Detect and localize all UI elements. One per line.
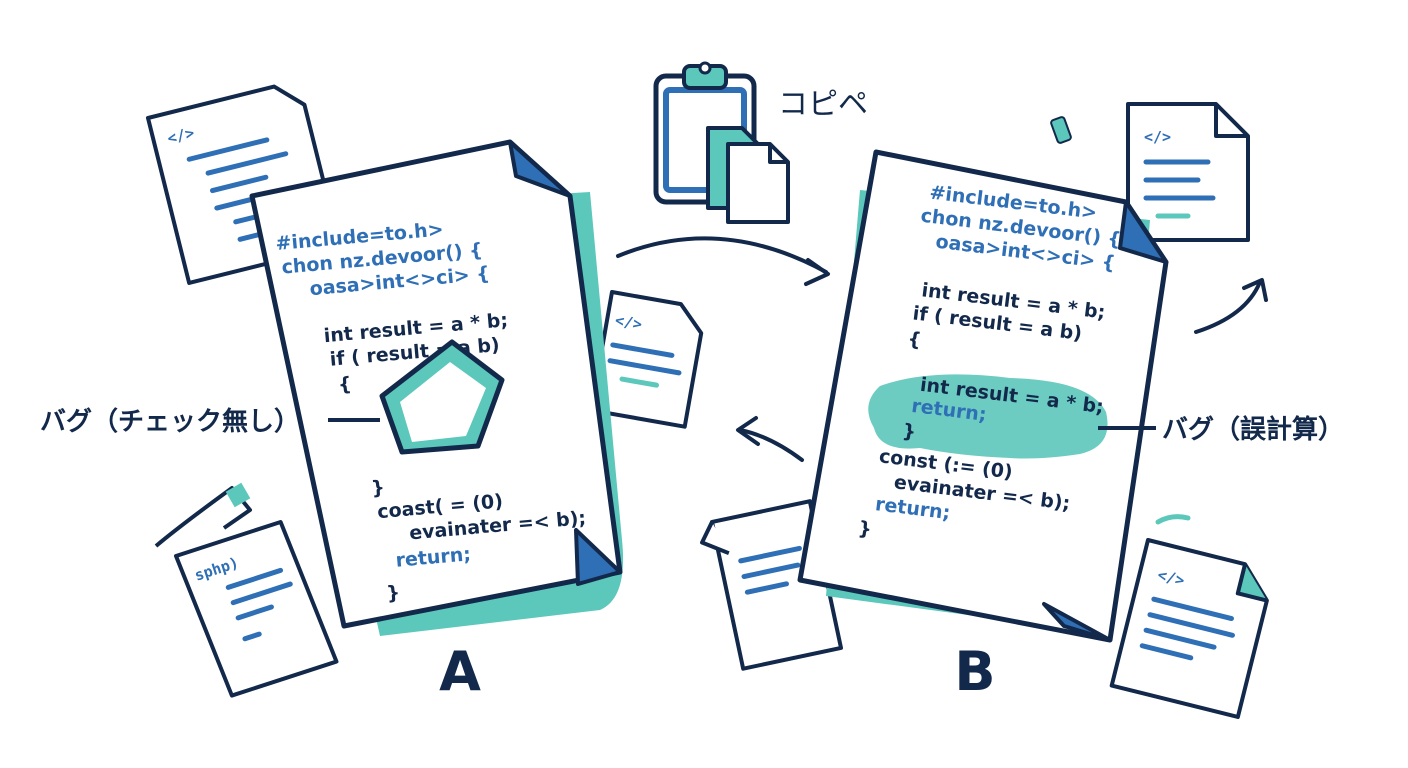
clipboard-label: コピペ (778, 87, 868, 122)
small-doc-tag-3: </> (1144, 128, 1171, 146)
small-code-doc-bottom-right: </> (1109, 538, 1269, 719)
file-b-code-line: } (857, 517, 873, 540)
bug-hexagon-a (379, 339, 505, 455)
file-a-code-line: } (370, 477, 385, 500)
file-b-code-line: } (901, 420, 917, 443)
teal-confetti (1050, 116, 1072, 144)
file-a-letter: A (439, 640, 481, 703)
arrow-b-to-a (736, 416, 804, 462)
clipboard-icon (653, 61, 790, 224)
code-file-b: #include=to.h>chon nz.devoor() {oasa>int… (797, 149, 1169, 643)
bug-a-label: バグ（チェック無し） (40, 407, 300, 437)
file-b-code-line: { (906, 328, 922, 351)
small-code-doc-bottom-left: sphp) (154, 482, 339, 698)
arrow-a-to-b (616, 236, 830, 286)
teal-confetti-arc (1155, 514, 1191, 525)
bug-b-label: バグ（誤計算） (1162, 414, 1344, 445)
bug-highlight-b (868, 374, 1108, 459)
file-b-letter: B (954, 640, 995, 703)
file-a-code-line: { (337, 373, 352, 396)
code-file-a: #include=to.h>chon nz.devoor() {oasa>int… (249, 139, 624, 636)
arrow-b-outward (1194, 278, 1268, 334)
small-doc-tag-2: </> (614, 311, 644, 333)
small-code-doc-middle: </> (589, 290, 704, 429)
file-a-code-line: } (386, 582, 401, 605)
